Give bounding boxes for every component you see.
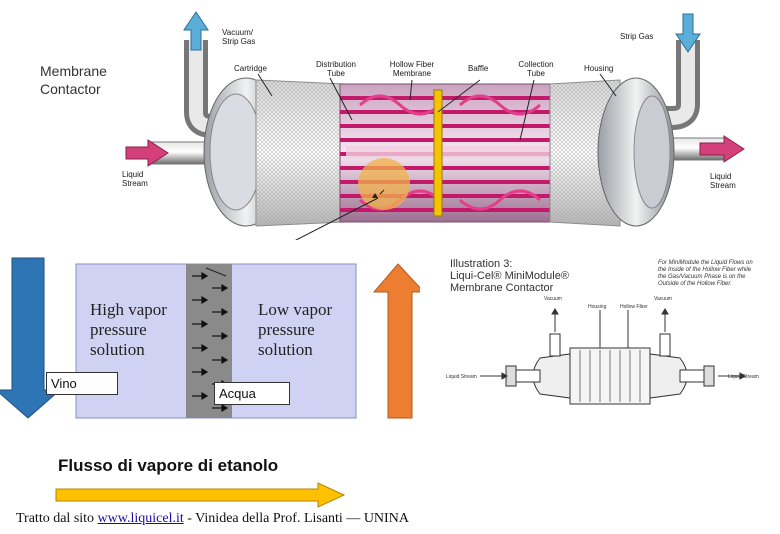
vacuum-up-arrow [183,11,209,51]
contactor-title-line2: Contactor [40,81,101,97]
illustration-note-line2: the Inside of the Hollow Fiber while [658,267,752,273]
label-collection-line2: Tube [527,69,545,78]
illustration-panel: Illustration 3: Liqui-Cel® MiniModule® M… [440,248,770,424]
low-vapor-line1: Low vapor [258,300,333,319]
vino-flow-arrow [0,257,62,419]
high-vapor-line3: solution [90,340,145,359]
illustration-title-line1: Illustration 3: [450,258,513,270]
strip-gas-down-arrow [675,13,701,53]
ill-hollow-fiber: Hollow Fiber [620,304,648,310]
ill-vacuum-left: Vacuum [544,296,562,302]
baffle [433,89,443,217]
zoom-highlight-circle [358,158,410,210]
ill-vacuum-right: Vacuum [654,296,672,302]
low-vapor-text: Low vapor pressure solution [258,300,332,360]
flow-caption: Flusso di vapore di etanolo [58,456,279,475]
acqua-label: Acqua [214,382,290,405]
label-collection-line1: Collection [518,60,554,69]
footer-prefix: Tratto dal sito [16,511,98,526]
footer-credit: Tratto dal sito www.liquicel.it - Vinide… [16,511,409,527]
high-vapor-line2: pressure [90,320,147,339]
liquid-outlet-arrow [699,135,745,163]
high-vapor-text: High vapor pressure solution [90,300,167,360]
label-collection-tube: Collection Tube [514,60,558,78]
vino-label: Vino [46,372,118,395]
label-liquid-in-line2: Stream [122,179,148,188]
membrane-contactor-diagram [125,11,745,240]
zoom-leader-line-1 [295,197,379,240]
label-liquid-in-line1: Liquid [122,170,144,179]
label-hollow-fiber-membrane: Hollow Fiber Membrane [380,60,444,78]
label-vacuum-strip-gas: Vacuum/ Strip Gas [222,28,255,46]
label-vacuum-line1: Vacuum/ [222,28,253,37]
ethanol-flow-arrow-svg [55,482,346,508]
low-vapor-line3: solution [258,340,313,359]
high-vapor-line1: High vapor [90,300,167,319]
label-distribution-line1: Distribution [315,60,356,69]
footer-suffix: - Vinidea della Prof. Lisanti — UNINA [183,511,409,526]
illustration-note-line1: For MiniModule the Liquid Flows on [658,260,753,266]
illustration-note-line4: Outside of the Hollow Fiber. [658,281,732,287]
label-baffle: Baffle [468,64,489,73]
label-strip-gas: Strip Gas [620,32,654,41]
label-liquid-stream-in: Liquid Stream [122,170,148,188]
ill-liquid-stream-out: Liquid Stream [728,374,759,380]
distribution-tube [346,146,550,158]
illustration-title-line3: Membrane Contactor [450,282,554,294]
contactor-title: Membrane Contactor [40,62,107,98]
ethanol-flow-arrow [55,482,346,508]
vapor-pressure-diagram [0,257,420,419]
label-housing: Housing [584,64,614,73]
label-distribution-tube: Distribution Tube [306,60,366,78]
label-liquid-out-line1: Liquid [710,172,732,181]
illustration-title-line2: Liqui-Cel® MiniModule® [450,270,569,282]
label-liquid-stream-out: Liquid Stream [710,172,736,190]
illustration-title: Illustration 3: Liqui-Cel® MiniModule® M… [450,258,569,294]
illustration-note: For MiniModule the Liquid Flows on the I… [658,260,753,288]
ill-liquid-stream-in: Liquid Stream [446,374,477,380]
label-cartridge: Cartridge [234,64,267,73]
label-hollow-line1: Hollow Fiber [389,60,435,69]
liquid-inlet-arrow [125,139,169,167]
label-distribution-line2: Tube [327,69,345,78]
ill-housing: Housing [588,304,607,310]
label-vacuum-line2: Strip Gas [222,37,256,46]
zoom-leader-line-2 [205,267,227,277]
low-vapor-line2: pressure [258,320,315,339]
liquicel-link[interactable]: www.liquicel.it [97,511,184,526]
label-liquid-out-line2: Stream [710,181,736,190]
contactor-title-line1: Membrane [40,63,107,79]
illustration-note-line3: the Gas/Vacuum Phase is on the [658,274,746,280]
water-flow-arrow [372,263,420,419]
minimodule-drawing [480,308,746,405]
label-hollow-line2: Membrane [392,69,432,78]
